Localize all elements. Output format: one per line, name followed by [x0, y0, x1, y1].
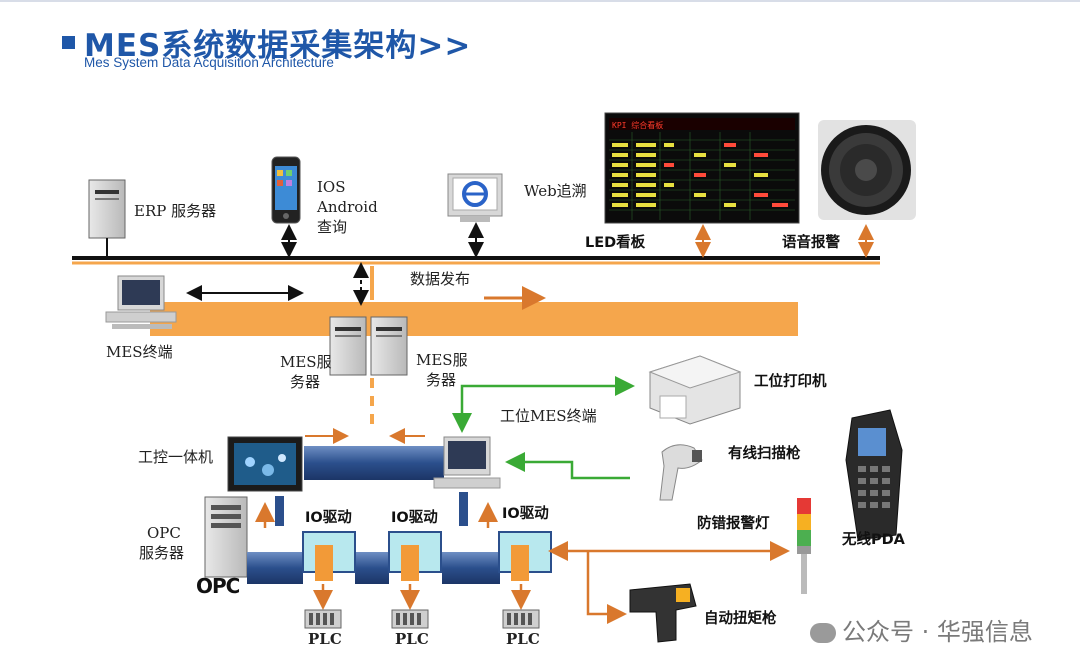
label-mes-server-1-l1: MES服 — [280, 353, 332, 371]
label-led-board: LED看板 — [585, 235, 646, 251]
label-mes-terminal: MES终端 — [106, 343, 173, 361]
led-board-icon: KPI 综合看板 — [604, 112, 800, 258]
label-plc-1: PLC — [308, 630, 342, 648]
navy-bus-bottom-3 — [442, 552, 500, 584]
station-terminal-icon — [433, 436, 501, 489]
label-mes-server-1-l2: 务器 — [290, 373, 321, 391]
label-io-driver-1: IO驱动 — [305, 510, 352, 526]
green-scanner-link — [505, 452, 630, 480]
label-opc: OPC — [147, 524, 181, 542]
plc-1-icon — [304, 609, 342, 629]
plc-2-icon — [391, 609, 429, 629]
watermark: 公众号 · 华强信息 — [810, 612, 1033, 647]
navy-riser-1 — [275, 496, 284, 526]
printer-icon — [648, 355, 742, 425]
label-plc-3: PLC — [506, 630, 540, 648]
mes-terminal-icon — [105, 275, 304, 329]
io-driver-2-icon — [388, 531, 442, 581]
navy-station-bus — [304, 446, 444, 480]
opc-server-icon — [204, 496, 248, 578]
label-voice-alarm: 语音报警 — [782, 235, 840, 251]
label-anti-error-light: 防错报警灯 — [697, 516, 770, 532]
orange-publish-bus — [150, 302, 798, 336]
pda-icon — [845, 409, 903, 541]
erp-server-icon — [88, 179, 126, 258]
label-opc-server: 服务器 — [139, 544, 185, 562]
plc-3-icon — [502, 609, 540, 629]
svg-text:KPI 综合看板: KPI 综合看板 — [612, 120, 663, 130]
mes-server-2-icon — [370, 316, 408, 376]
label-mes-server-2-l2: 务器 — [426, 371, 457, 389]
title-bullet — [62, 36, 75, 49]
label-ipc: 工控一体机 — [138, 448, 214, 466]
navy-bus-bottom-1 — [247, 552, 303, 584]
label-android: Android — [317, 198, 378, 216]
label-web-trace: Web追溯 — [524, 182, 587, 200]
top-data-bus — [72, 256, 880, 265]
label-io-driver-2: IO驱动 — [391, 510, 438, 526]
label-erp-server: ERP 服务器 — [134, 202, 217, 220]
io-driver-1-icon — [302, 531, 356, 581]
label-mes-server-2-l1: MES服 — [416, 351, 468, 369]
label-wired-scanner: 有线扫描枪 — [728, 446, 801, 462]
label-ios: IOS — [317, 178, 346, 196]
speaker-icon — [818, 120, 916, 258]
io-driver-3-icon — [498, 531, 552, 581]
label-io-driver-3: IO驱动 — [502, 506, 549, 522]
wechat-icon — [810, 623, 836, 643]
label-wireless-pda: 无线PDA — [842, 532, 905, 548]
label-station-printer: 工位打印机 — [754, 374, 827, 390]
orange-torque-link — [586, 551, 627, 624]
label-plc-2: PLC — [395, 630, 429, 648]
label-data-publish: 数据发布 — [410, 270, 471, 288]
mes-server-1-icon — [329, 316, 367, 376]
page-subtitle: Mes System Data Acquisition Architecture — [84, 55, 334, 70]
navy-riser-2 — [459, 492, 468, 526]
page-title: MES系统数据采集架构>> — [84, 28, 472, 64]
opc-logo: OPC — [196, 574, 240, 598]
signal-tower-icon — [797, 498, 811, 594]
green-printer-link — [452, 376, 635, 433]
top-border — [0, 0, 1080, 2]
torque-gun-icon — [629, 583, 697, 643]
label-station-mes-terminal: 工位MES终端 — [500, 407, 597, 425]
phone-icon — [271, 156, 301, 258]
panel-pc-icon — [227, 436, 303, 492]
navy-bus-bottom-2 — [355, 552, 389, 584]
scanner-icon — [659, 444, 703, 501]
label-query: 查询 — [317, 218, 348, 236]
web-monitor-icon — [447, 173, 503, 258]
label-torque-gun: 自动扭矩枪 — [704, 611, 777, 627]
